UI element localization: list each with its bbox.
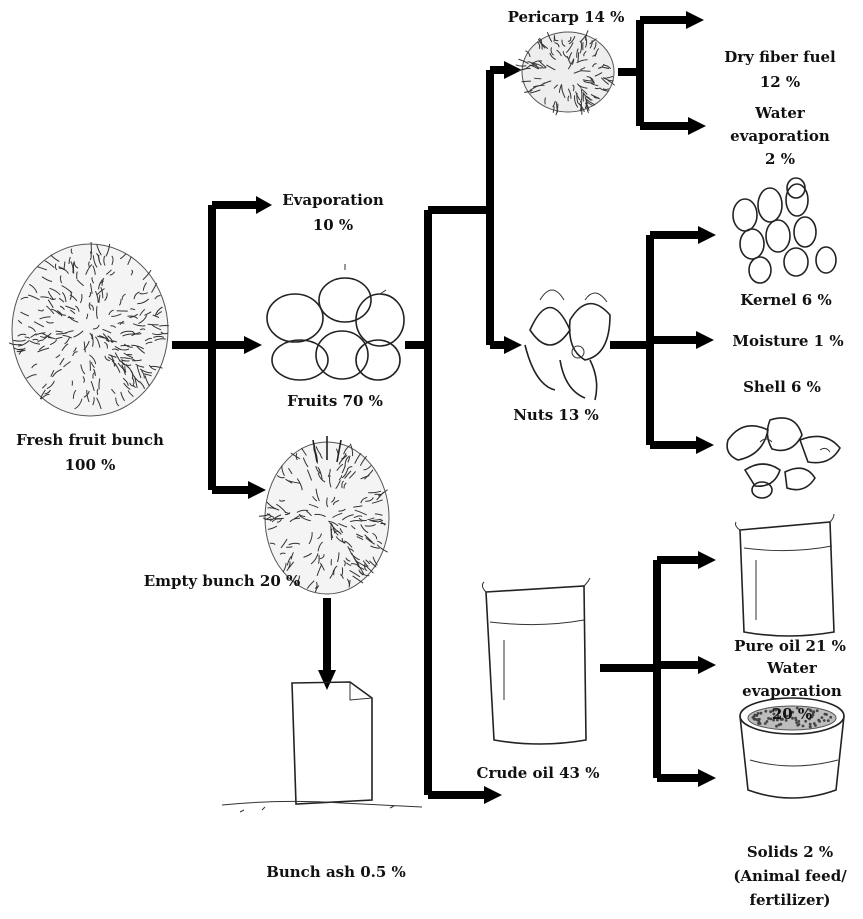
texture-stroke [581,71,590,72]
texture-stroke [545,98,546,105]
beaker-icon [736,514,835,636]
arrowhead-fruits [244,336,262,354]
arrowhead-evaporation [256,196,272,214]
label-ffb-pct: 100 % [65,456,116,474]
texture-dot [827,719,830,722]
label-ffb: Fresh fruit bunch [16,431,164,449]
label-water-evap-1: Water [754,104,806,122]
arrowhead-crude-oil [484,786,502,804]
label-shell: Shell 6 % [743,378,821,396]
label-water-evap-2-line2: evaporation [742,682,842,700]
texture-dot [775,725,778,728]
label-crude-oil: Crude oil 43 % [477,764,600,782]
texture-stroke [91,242,92,254]
arrowhead-dry-fiber [686,11,704,29]
label-water-evap-1-line2: evaporation [730,127,830,145]
texture-stroke [286,547,292,548]
texture-dot [824,713,827,716]
nuts-icon [525,290,610,400]
label-solids: Solids 2 % [747,843,833,861]
texture-dot [755,714,758,717]
arrowhead-empty-bunch [248,481,266,499]
label-fruits: Fruits 70 % [287,392,383,410]
label-kernel: Kernel 6 % [740,291,831,309]
flow-arrows [172,11,716,804]
texture-dot [816,709,819,712]
label-pure-oil: Pure oil 21 % [734,637,846,655]
texture-dot [821,716,824,719]
label-water-evap-2-pct: 20 % [772,705,812,723]
empty-bunch-icon [259,436,389,594]
texture-dot [809,723,812,726]
texture-stroke [159,325,169,326]
texture-dot [779,723,782,726]
texture-dot [814,724,817,727]
texture-dot [760,712,763,715]
texture-dot [817,719,820,722]
texture-dot [753,715,756,718]
arrowhead-water-evap-1 [688,117,706,135]
texture-dot [798,723,801,726]
texture-dot [764,710,767,713]
label-water-evap-1-pct: 2 % [765,150,795,168]
beaker-icon [482,578,590,744]
texture-dot [812,712,815,715]
label-water-evap-2: Water [766,659,818,677]
label-dry-fiber: Dry fiber fuel [724,48,836,66]
arrowhead-moisture [696,331,714,349]
texture-dot [759,722,762,725]
pericarp-icon [516,30,615,115]
arrowhead-pure-oil [698,551,716,569]
fruits-icon [267,264,404,380]
label-empty-bunch: Empty bunch 20 % [144,572,301,590]
label-evaporation: Evaporation [282,191,384,209]
texture-dot [767,717,770,720]
texture-dot [823,719,826,722]
label-pericarp: Pericarp 14 % [508,8,625,26]
label-solids-note: (Animal feed/ [733,867,847,885]
fruit-bunch-icon [9,242,169,416]
arrowhead-kernel [698,226,716,244]
arrowhead-solids [698,769,716,787]
label-moisture: Moisture 1 % [732,332,843,350]
arrowhead-nuts [504,336,522,354]
label-solids-note-line2: fertilizer) [750,891,831,909]
label-evaporation-pct: 10 % [313,216,353,234]
texture-dot [829,716,832,719]
arrowhead-water-evap-2 [698,656,716,674]
label-nuts: Nuts 13 % [513,406,599,424]
ash-bag-icon [222,682,422,812]
arrowhead-shell [696,436,714,454]
texture-stroke [521,81,531,82]
label-bunch-ash: Bunch ash 0.5 % [266,863,406,881]
texture-dot [802,725,805,728]
texture-dot [809,726,812,729]
label-dry-fiber-pct: 12 % [760,73,800,91]
kernel-icon [733,178,836,283]
shell-icon [727,418,840,498]
arrowhead-ash [318,670,336,690]
texture-dot [764,722,767,725]
